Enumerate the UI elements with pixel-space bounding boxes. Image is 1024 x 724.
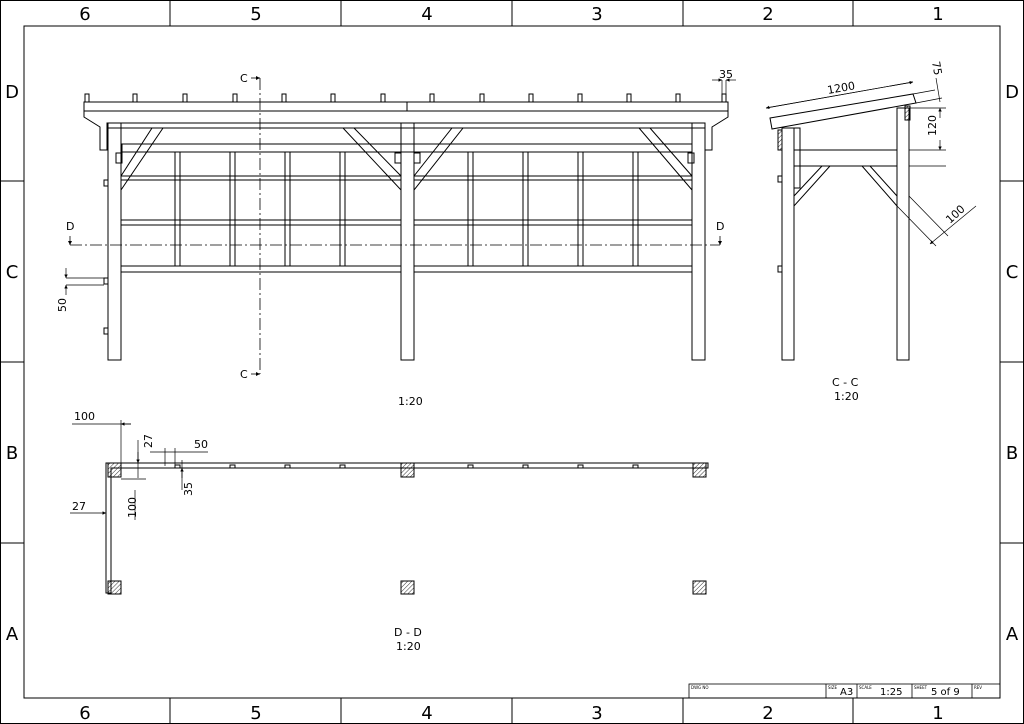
dim-label: 35 — [719, 68, 733, 81]
zone-label: A — [6, 624, 19, 645]
zone-label: B — [6, 443, 18, 464]
column-zone-labels-top: 6 5 4 3 2 1 — [79, 4, 943, 25]
dim-rafter-width — [712, 78, 736, 94]
side-view-scale: 1:20 — [834, 390, 859, 403]
roof-plank — [83, 101, 729, 112]
dim-label: 100 — [74, 410, 95, 423]
plan-view-title: D - D — [394, 626, 422, 639]
zone-label: 1 — [932, 4, 943, 25]
brace — [637, 127, 693, 192]
zone-label: 4 — [421, 4, 432, 25]
zone-label: 6 — [79, 703, 90, 724]
roof-slope — [769, 93, 917, 130]
post-left — [107, 122, 122, 361]
rail — [413, 219, 693, 226]
title-block-scale: 1:25 — [880, 687, 902, 698]
section-c-label: C — [240, 368, 248, 381]
side-section — [769, 93, 917, 361]
dim-rail-height — [64, 268, 104, 295]
rail — [120, 175, 402, 181]
section-line-c — [251, 76, 261, 376]
brace — [413, 127, 465, 192]
dim-label: 27 — [72, 500, 86, 513]
top-beam — [106, 122, 706, 129]
zone-label: 5 — [250, 4, 261, 25]
post-middle — [400, 122, 415, 361]
front-elevation — [83, 93, 729, 361]
title-block-dwg-no-label: DWG NO — [691, 685, 709, 690]
column-zone-labels-bottom: 6 5 4 3 2 1 — [79, 703, 943, 724]
title-block-size-label: SIZE — [828, 685, 837, 690]
side-view-title: C - C — [832, 376, 859, 389]
post-right — [691, 122, 706, 361]
rail — [413, 175, 693, 181]
zone-label: D — [1005, 82, 1019, 103]
zone-label: 5 — [250, 703, 261, 724]
row-zone-labels-left: D C B A — [5, 82, 19, 645]
side-dims — [765, 77, 977, 247]
title-block-size: A3 — [840, 687, 853, 698]
dim-label: 100 — [126, 497, 139, 518]
zone-label: 2 — [762, 703, 773, 724]
front-view-scale: 1:20 — [398, 395, 423, 408]
title-block-sheet-label: SHEET — [914, 685, 928, 690]
plan-slat-marks — [174, 464, 639, 469]
vertical-slats — [174, 151, 639, 267]
zone-label: 1 — [932, 703, 943, 724]
post-front — [896, 107, 910, 361]
zone-label: 6 — [79, 4, 90, 25]
section-c-label: C — [240, 72, 248, 85]
rail — [120, 219, 402, 226]
dim-label: 1200 — [826, 79, 856, 97]
section-d-label: D — [716, 220, 724, 233]
dim-label: 27 — [142, 434, 155, 448]
brace — [860, 165, 898, 208]
plan-dims — [70, 420, 208, 520]
zone-label: 4 — [421, 703, 432, 724]
zone-label: 3 — [591, 4, 602, 25]
zone-label: B — [1006, 443, 1018, 464]
bottom-rail — [413, 265, 693, 273]
zone-label: C — [1006, 262, 1019, 283]
section-d-label: D — [66, 220, 74, 233]
row-zone-labels-right: D C B A — [1005, 82, 1019, 645]
zone-label: 2 — [762, 4, 773, 25]
title-block-rev-label: REV — [974, 685, 982, 690]
brace — [120, 127, 164, 192]
bottom-rail — [120, 265, 402, 273]
zone-label: A — [1006, 624, 1019, 645]
brace — [793, 165, 832, 208]
plan-view — [105, 462, 709, 595]
top-beam-lower — [121, 143, 693, 153]
zone-label: C — [6, 262, 19, 283]
dim-label: 35 — [182, 482, 195, 496]
post-back — [781, 127, 795, 361]
title-block — [688, 683, 1001, 699]
dim-label: 50 — [194, 438, 208, 451]
brace — [341, 127, 402, 192]
dim-label: 100 — [943, 203, 967, 227]
plan-view-scale: 1:20 — [396, 640, 421, 653]
roof-end-right — [704, 111, 729, 151]
dim-label: 75 — [929, 60, 944, 76]
title-block-sheet: 5 of 9 — [931, 687, 960, 698]
rafter-ends — [84, 93, 727, 103]
section-line-d — [68, 236, 722, 246]
title-block-scale-label: SCALE — [859, 685, 872, 690]
zone-label: 3 — [591, 703, 602, 724]
dim-label: 120 — [926, 115, 939, 136]
dim-label: 50 — [56, 298, 69, 312]
roof-end-left — [83, 111, 108, 151]
zone-label: D — [5, 82, 19, 103]
